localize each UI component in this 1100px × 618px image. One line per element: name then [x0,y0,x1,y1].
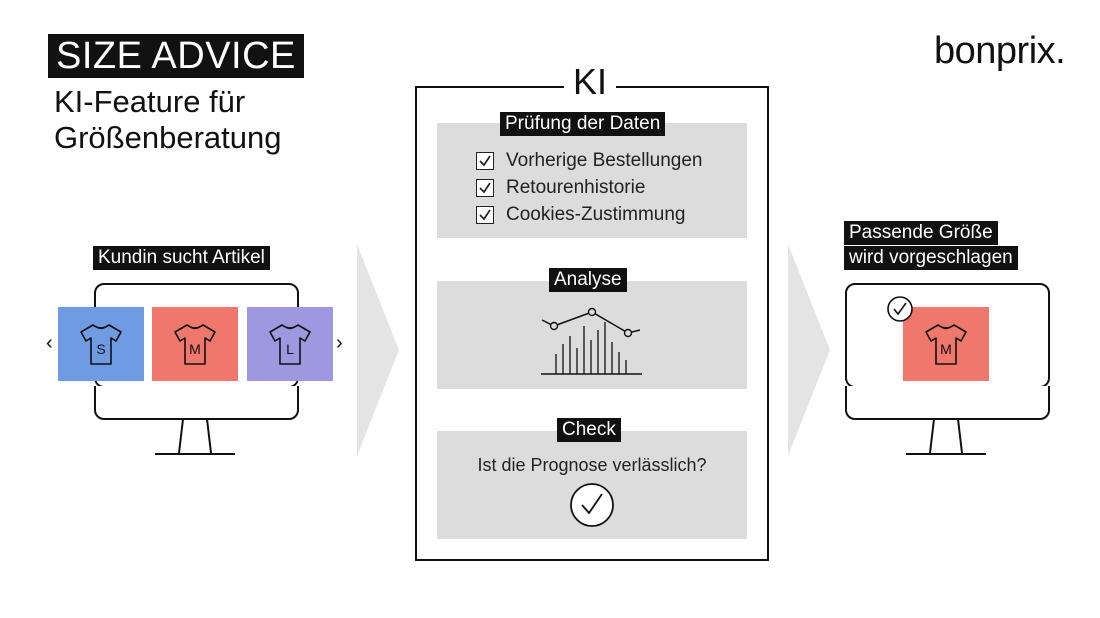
customer-search-tag: Kundin sucht Artikel [93,246,270,270]
analysis-chart-icon [541,307,642,375]
data-check-tag: Prüfung der Daten [500,112,666,136]
suggested-size-tile-m[interactable]: M [903,307,989,381]
check-tag: Check [557,418,621,442]
chevron-right-icon[interactable]: › [336,332,343,354]
left-monitor-stand [155,419,235,455]
shirt-icon: L [269,324,311,365]
analysis-tag: Analyse [549,268,627,292]
subtitle-line-1: KI-Feature für [54,84,246,119]
list-item: Retourenhistorie [476,174,702,201]
right-monitor-chin [845,386,1050,420]
right-monitor-stand [906,419,986,455]
size-tile-l[interactable]: L [247,307,333,381]
checkbox-checked-icon [476,151,494,170]
left-monitor-chin [94,386,299,420]
checkbox-checked-icon [476,205,494,224]
brand-logo: bonprix. [934,30,1066,72]
data-check-list: Vorherige Bestellungen Retourenhistorie … [476,147,702,228]
list-item: Cookies-Zustimmung [476,201,702,228]
suggested-size-tag-line-2: wird vorgeschlagen [844,246,1018,270]
subtitle-line-2: Größenberatung [54,120,282,155]
chevron-left-icon[interactable]: ‹ [46,332,53,354]
size-tile-s[interactable]: S [58,307,144,381]
shirt-icon: M [925,324,967,365]
flow-arrow-icon [357,244,399,456]
list-item-label: Vorherige Bestellungen [506,149,703,171]
list-item: Vorherige Bestellungen [476,147,702,174]
analysis-panel [437,281,747,389]
list-item-label: Cookies-Zustimmung [506,203,686,225]
flow-arrow-icon [788,244,830,456]
size-tile-m[interactable]: M [152,307,238,381]
suggested-size-tag-line-1: Passende Größe [844,221,998,245]
tile-size-label: L [286,341,294,357]
checkbox-checked-icon [476,178,494,197]
tile-size-label: S [96,341,105,357]
page-title: SIZE ADVICE [48,34,304,78]
shirt-icon: S [80,324,122,365]
check-question: Ist die Prognose verlässlich? [477,455,707,475]
list-item-label: Retourenhistorie [506,176,646,198]
ki-frame-label: KI [564,62,616,102]
check-circle-icon [887,296,913,322]
check-circle-icon [570,483,614,527]
tile-size-label: M [940,341,952,357]
tile-size-label: M [189,341,201,357]
shirt-icon: M [174,324,216,365]
